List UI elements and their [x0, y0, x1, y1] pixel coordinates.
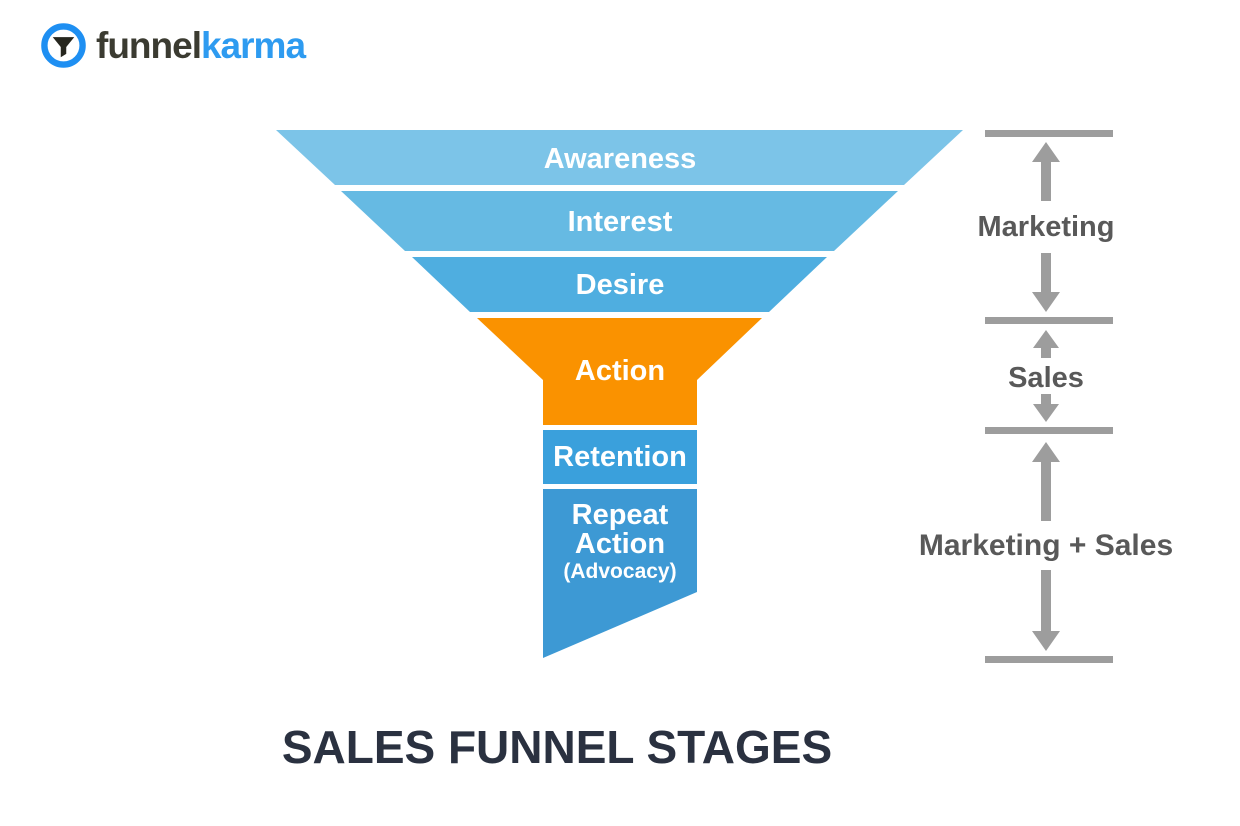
stage-shape-interest: [341, 191, 898, 251]
stage-label-repeat-line1: Repeat: [572, 499, 669, 531]
stage-label-action: Action: [575, 355, 665, 387]
brand-wordmark: funnelkarma: [96, 25, 306, 66]
stage-shape-retention: [543, 430, 697, 484]
bracket-bar-marketing-sales-divider: [985, 317, 1113, 324]
page-title: SALES FUNNEL STAGES: [281, 721, 833, 773]
stage-label-desire: Desire: [576, 269, 665, 301]
stage-label-retention: Retention: [553, 441, 687, 473]
stage-label-awareness: Awareness: [544, 143, 697, 175]
bracket-label-sales: Sales: [1008, 362, 1084, 394]
bracket-bar-top: [985, 130, 1113, 137]
brand-logo: funnelkarma: [40, 22, 306, 69]
arrow-up-icon: [1033, 330, 1059, 358]
arrow-down-icon: [1032, 570, 1060, 651]
stage-label-interest: Interest: [568, 206, 673, 238]
stage-label-repeat-line2: Action: [575, 528, 665, 560]
stage-shape-desire: [412, 257, 827, 312]
funnel-logo-icon: [41, 23, 86, 68]
brand-name-accent: karma: [200, 25, 306, 66]
bracket-label-marketing-plus-sales: Marketing + Sales: [919, 529, 1173, 562]
bracket-bar-bottom: [985, 656, 1113, 663]
stage-shape-repeat-action: [543, 489, 697, 658]
arrow-down-icon: [1033, 394, 1059, 422]
stage-shape-awareness: [276, 130, 963, 185]
arrow-down-icon: [1032, 253, 1060, 312]
arrow-up-icon: [1032, 442, 1060, 521]
bracket-bar-sales-bottom-divider: [985, 427, 1113, 434]
stage-sublabel-advocacy: (Advocacy): [563, 560, 676, 583]
stage-shape-action: [477, 318, 762, 425]
arrow-up-icon: [1032, 142, 1060, 201]
brand-name-dark: funnel: [96, 25, 202, 66]
bracket-label-marketing: Marketing: [978, 211, 1115, 243]
